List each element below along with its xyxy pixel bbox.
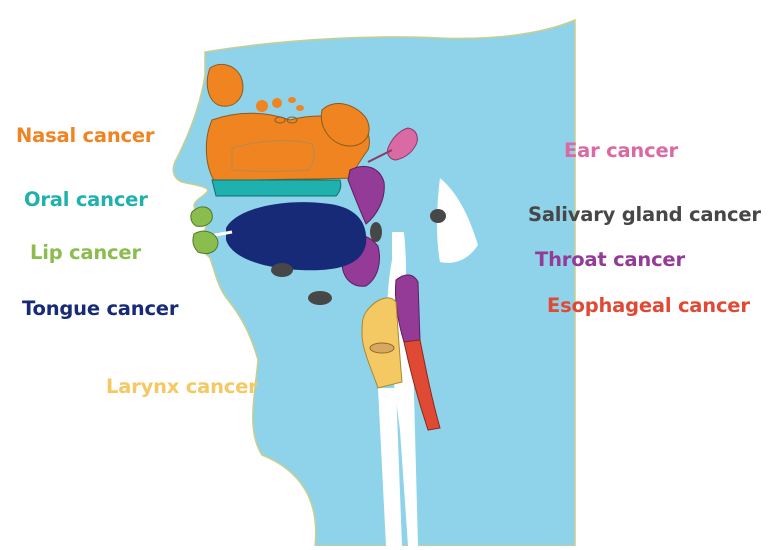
oral-cancer-label: Oral cancer bbox=[24, 188, 148, 211]
nasal-concha bbox=[232, 141, 314, 172]
lower-lip bbox=[193, 231, 218, 253]
salivary-gland-2 bbox=[370, 222, 382, 242]
sinus-cell-2 bbox=[272, 98, 282, 108]
sinus-cell-3 bbox=[288, 97, 296, 103]
salivary-gland-4 bbox=[308, 291, 332, 305]
esophageal-cancer-label: Esophageal cancer bbox=[547, 294, 750, 317]
sinus-cell-4 bbox=[296, 105, 304, 111]
salivary-gland-1 bbox=[430, 209, 446, 223]
throat-cancer-label: Throat cancer bbox=[535, 248, 685, 271]
ear-cancer-label: Ear cancer bbox=[564, 139, 678, 162]
salivary-gland-cancer-label: Salivary gland cancer bbox=[528, 203, 761, 226]
lip-cancer-label: Lip cancer bbox=[30, 241, 141, 264]
sinus-cell-1 bbox=[256, 100, 268, 112]
larynx-cancer-label: Larynx cancer bbox=[106, 375, 258, 398]
upper-lip bbox=[191, 207, 213, 226]
hard-palate bbox=[212, 180, 341, 196]
nasal-cancer-label: Nasal cancer bbox=[16, 124, 154, 147]
tongue-cancer-label: Tongue cancer bbox=[22, 297, 178, 320]
salivary-gland-3 bbox=[271, 263, 293, 277]
vocal-cords bbox=[370, 343, 394, 353]
